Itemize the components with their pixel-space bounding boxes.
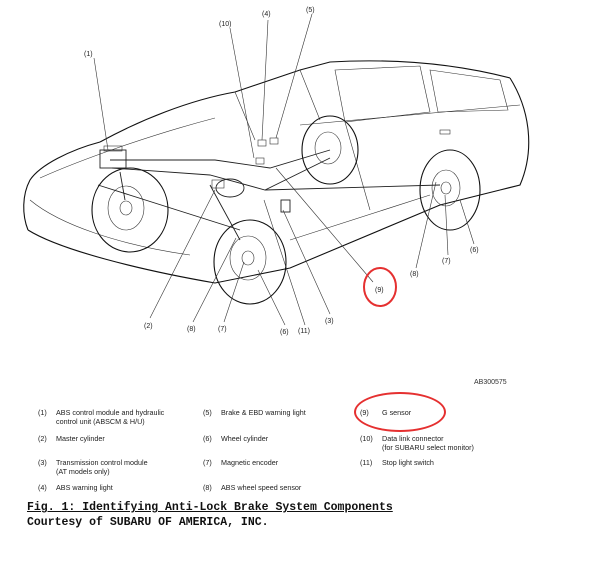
callout-9: (9)	[375, 287, 384, 294]
callout-7-rear: (7)	[442, 258, 451, 265]
caption-credit: Courtesy of SUBARU OF AMERICA, INC.	[27, 516, 269, 529]
legend-text: ABS control module and hydraulic control…	[56, 408, 165, 426]
legend-num: (6)	[203, 434, 212, 443]
legend-item-1: (1) ABS control module and hydraulic con…	[38, 408, 164, 426]
legend-num: (1)	[38, 408, 47, 417]
legend-num: (10)	[360, 434, 373, 443]
front-right-wheel	[213, 219, 287, 305]
legend-item-3: (3) Transmission control module (AT mode…	[38, 458, 148, 476]
legend-item-4: (4) ABS warning light	[38, 483, 113, 492]
legend-item-5: (5) Brake & EBD warning light	[203, 408, 306, 417]
abs-components-diagram: (1) (2) (3) (4) (5) (6) (6) (7) (7) (8) …	[23, 7, 530, 386]
legend-item-8: (8) ABS wheel speed sensor	[203, 483, 301, 492]
callout-8-front: (8)	[187, 326, 196, 333]
callout-8-rear: (8)	[410, 271, 419, 278]
legend-num: (7)	[203, 458, 212, 467]
callout-10: (10)	[219, 21, 231, 28]
rear-right-wheel	[419, 149, 481, 231]
legend-item-6: (6) Wheel cylinder	[203, 434, 268, 443]
figure-caption: Fig. 1: Identifying Anti-Lock Brake Syst…	[27, 500, 393, 530]
car-outline	[23, 60, 530, 284]
rear-left-wheel	[301, 115, 359, 185]
abs-control-module	[99, 145, 127, 169]
legend-text: Master cylinder	[56, 434, 105, 443]
callout-5: (5)	[306, 7, 315, 14]
caption-title: Fig. 1: Identifying Anti-Lock Brake Syst…	[27, 501, 393, 514]
callout-2: (2)	[144, 323, 153, 330]
legend-item-2: (2) Master cylinder	[38, 434, 105, 443]
callout-6-rear: (6)	[470, 247, 479, 254]
callout-11: (11)	[298, 328, 310, 335]
callout-3: (3)	[325, 318, 334, 325]
g-sensor-legend-highlight	[354, 392, 446, 432]
legend-text: Magnetic encoder	[221, 458, 279, 467]
warning-lights	[255, 137, 279, 165]
legend-num: (5)	[203, 408, 212, 417]
callout-6-front: (6)	[280, 329, 289, 336]
legend-num: (11)	[360, 458, 373, 467]
legend-text: ABS warning light	[56, 483, 113, 492]
g-sensor-highlight-circle	[363, 267, 397, 307]
callout-1: (1)	[84, 51, 93, 58]
legend-text: Transmission control module (AT models o…	[56, 458, 148, 476]
legend-text: Data link connector (for SUBARU select m…	[382, 434, 474, 452]
legend-text: Stop light switch	[382, 458, 434, 467]
front-left-wheel	[91, 167, 169, 253]
callout-7-front: (7)	[218, 326, 227, 333]
legend-text: ABS wheel speed sensor	[221, 483, 302, 492]
legend-item-7: (7) Magnetic encoder	[203, 458, 278, 467]
legend-num: (2)	[38, 434, 47, 443]
legend-num: (8)	[203, 483, 212, 492]
callout-4: (4)	[262, 11, 271, 18]
legend-text: Brake & EBD warning light	[221, 408, 306, 417]
master-cylinder	[211, 178, 245, 198]
figure-code: AB300575	[474, 379, 507, 386]
legend-item-10: (10) Data link connector (for SUBARU sel…	[360, 434, 474, 452]
legend-num: (4)	[38, 483, 47, 492]
legend-num: (3)	[38, 458, 47, 467]
legend-item-11: (11) Stop light switch	[360, 458, 434, 467]
legend-text: Wheel cylinder	[221, 434, 269, 443]
leader-lines	[93, 13, 475, 326]
transmission-control-module	[280, 199, 291, 213]
